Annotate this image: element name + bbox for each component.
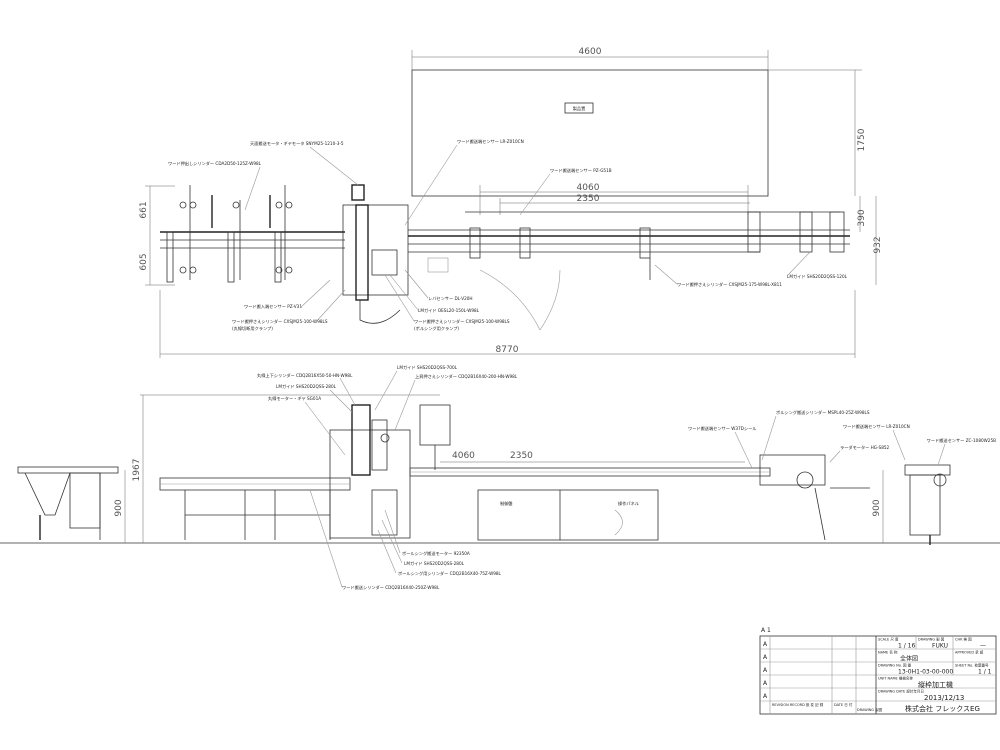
center-processing-unit <box>342 184 449 324</box>
name-label: NAME 名 称 <box>878 650 898 655</box>
dim-605: 605 <box>139 253 149 270</box>
revision-record-label: REVISION RECORD 設 変 記 録 <box>772 702 824 707</box>
front-view-callouts: LMガイド SHS20D2QSS-700L 丸線上下シリンダー CDQ2B16X… <box>257 364 996 591</box>
drawing-no: 13-0H1-03-00-000 <box>898 669 953 676</box>
sheet-size: A 1 <box>761 627 771 634</box>
callout: ワード搬送端センサー PZ-G51B <box>550 167 612 174</box>
top-view: 製品置 4600 1750 4060 2350 661 605 390 932 … <box>139 47 883 358</box>
panel-label: 制御盤 <box>500 500 513 507</box>
revision-mark: A <box>763 641 768 648</box>
left-hopper-table <box>17 466 119 540</box>
callout: ワード搬送端センサー W37Dシール <box>688 425 756 432</box>
revision-mark: A <box>763 680 768 687</box>
sheet-no: 1 / 1 <box>978 669 992 676</box>
front-center-machine <box>329 404 451 539</box>
callout: ラーダモーター HG-S852 <box>840 444 890 451</box>
dim-8770: 8770 <box>496 345 519 355</box>
dim-4060-front: 4060 <box>452 451 475 461</box>
sheet-label: SHEET No. 枚葉番号 <box>955 663 989 668</box>
dim-2350-front: 2350 <box>510 451 533 461</box>
control-panel-box <box>419 404 451 446</box>
callout: ワード搬送端センサー LR-Z010CN <box>843 423 910 430</box>
dim-1750: 1750 <box>857 128 867 151</box>
company-name: 株式会社 フレックスEG <box>905 704 980 713</box>
callout: LMガイド OESL20-150L-W98L <box>418 307 480 314</box>
title-block: A 1 A A A A A SCALE 尺 度 1 / 16 DRAWING 製… <box>759 627 997 715</box>
callout: レバセンサー DL-V20H <box>428 296 473 302</box>
callout: ワード搬送シリンダー CDQ2B16X40-250Z-W98L <box>342 584 440 591</box>
drawing-date: 2013/12/13 <box>924 694 964 702</box>
front-right-conveyor: 制御盤 操作パネル <box>409 454 870 541</box>
unit-name-label: UNIT NAME 機械名称 <box>878 676 913 681</box>
callout: ワード搬押さえシリンダー CXSJM25-100-W98LS <box>414 318 510 325</box>
callout: 上昇押さえシリンダー CDQ2B16X40-200-HN-W98L <box>415 373 518 380</box>
right-outfeed-unit <box>904 464 951 545</box>
callout: (丸線切断用クランプ) <box>232 325 273 332</box>
callout: ボールシング搬送モーター 92350A <box>402 550 470 557</box>
callout: ワード押出しシリンダー CDA2D50-125Z-W98L <box>168 160 262 167</box>
callout: LMガイド SHS20D2QSS-700L <box>397 364 458 371</box>
left-infeed-conveyor <box>160 185 345 283</box>
product-area-outline <box>411 69 769 197</box>
checked-by: — <box>980 643 986 650</box>
dim-2350-top: 2350 <box>577 194 600 204</box>
callout: LMガイド SHS20D2QSS-280L <box>276 383 337 390</box>
top-view-callouts: 天面搬送モータ・ギヤモータ SNYM25-1210-3-5 ワード押出しシリンダ… <box>168 138 848 332</box>
scale-value: 1 / 16 <box>898 643 915 650</box>
checked-label: CHK 検 図 <box>955 637 972 642</box>
dim-661: 661 <box>139 201 149 218</box>
revision-mark: A <box>763 667 768 674</box>
front-left-conveyor <box>159 477 351 540</box>
date-label: DRAWING DATE 設計年月日 <box>878 689 924 694</box>
callout: 丸線モーター・ギヤ SG01A <box>268 395 321 402</box>
dim-4060-top: 4060 <box>577 183 600 193</box>
rev-date-label: DATE 日 付 <box>834 702 853 707</box>
drawing-no-label: DRAWING No. 図 番 <box>878 663 912 668</box>
callout: LMガイド SHS20D2QSS-120L <box>787 273 848 280</box>
drawing-name: 全体図 <box>900 655 918 663</box>
scale-label: SCALE 尺 度 <box>878 637 899 642</box>
unit-name: 縦枠加工機 <box>918 680 953 689</box>
revision-mark: A <box>763 693 768 700</box>
callout: ボルシング搬送シリンダー MSPL40-25Z-W98LS <box>776 409 870 416</box>
dim-932: 932 <box>873 236 883 253</box>
callout: (ボルシング用クランプ) <box>414 325 459 332</box>
product-area-label: 製品置 <box>573 105 586 112</box>
drawn-by: FUKU <box>932 643 948 650</box>
callout: ボールシング用シリンダー CDQ2B16X40-75Z-W98L <box>398 570 502 577</box>
callout: 丸線上下シリンダー CDQ2B16X50-50-HN-W98L <box>257 372 353 379</box>
approved-label: APPROVED 承 認 <box>955 650 984 655</box>
dim-900-right: 900 <box>872 499 882 516</box>
callout: 天面搬送モータ・ギヤモータ SNYM25-1210-3-5 <box>250 140 344 147</box>
callout: ワード搬入端センサー PZ-V31 <box>244 303 302 310</box>
front-view: 1967 900 4060 2350 900 <box>0 364 1000 591</box>
callout: ワード搬送端センサー LR-Z010CN <box>457 138 524 145</box>
panel-label: 操作パネル <box>618 500 639 507</box>
dim-1967: 1967 <box>132 459 142 482</box>
rev-drawing-label: DRAWING 製図 <box>857 707 883 712</box>
callout: ワード搬押さえシリンダー CXSJM25-100-W98LS <box>232 318 328 325</box>
callout: ワード搬送センサー ZC-1080W25B <box>927 437 996 444</box>
dim-390: 390 <box>857 209 867 226</box>
callout: ワード搬押さえシリンダー CXSJM25-175-W98L-X811 <box>677 281 782 288</box>
drawn-label: DRAWING 製 図 <box>918 637 945 642</box>
dim-4600: 4600 <box>579 47 602 57</box>
callout: LMガイド SHS20D2QSS-280L <box>404 560 465 567</box>
right-outfeed-conveyor <box>408 211 850 331</box>
dim-900-left: 900 <box>114 499 124 516</box>
revision-mark: A <box>763 654 768 661</box>
product-area-tag <box>564 102 594 114</box>
